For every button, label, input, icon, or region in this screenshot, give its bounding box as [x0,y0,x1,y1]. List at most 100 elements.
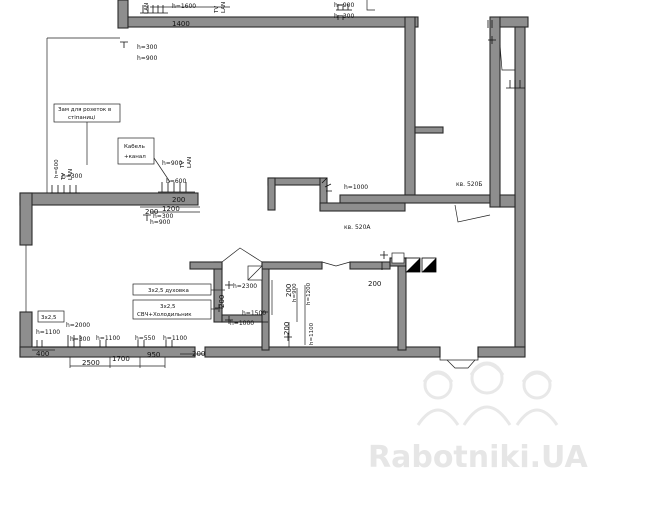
thin-lines [25,0,515,369]
wall-bath-left [261,261,270,351]
wall-l-top [267,177,321,186]
dimension-label: 400 [36,350,49,358]
plug-labels: TV LAN TV LAN TV LAN LAN [61,2,227,181]
room-label-520b: кв. 520Б [456,181,483,188]
tv-label: TV [61,173,67,181]
height-label: h=1600 [172,3,196,10]
dimension-label: 200 [368,280,381,288]
height-label: h=600 [54,159,60,178]
wall-right-top [499,16,529,28]
wall-l-bottom [319,202,406,212]
wall-kitchen-left [213,261,223,323]
switch-mid-top [120,41,128,48]
sockets-bath [215,251,388,341]
wall-bath-top [261,261,323,270]
dimension-label: 200 [283,322,291,335]
note-text: Зам для розеток в [58,107,111,113]
dimension-label: 200 [192,350,205,358]
height-label: h=1100 [309,322,315,345]
height-label: h=300 [334,13,354,20]
height-label: h=900 [334,2,354,9]
wall-bath-top-right [349,261,391,270]
dimension-label: 200 [285,284,293,297]
wall-mid-horizontal [339,194,491,204]
socket-group-tv-mid [158,182,195,193]
wall-far-right [514,26,526,348]
socket-group-left [50,185,80,194]
note-text: стіпаниці [68,115,96,121]
note-box-oven [132,283,212,296]
lan-label: LAN [221,2,227,13]
height-label: h=1000 [230,320,254,327]
dimension-label: 1200 [162,205,180,213]
lan-label: LAN [144,3,150,14]
wall-kitchen-top [189,261,223,270]
height-label: h=1100 [36,329,60,336]
tv-label: TV [180,161,186,169]
wall-kitchen-bottom [221,314,263,323]
lan-label: LAN [68,169,74,180]
height-labels: h=1600 h=900 h=300 h=300 h=900 h=300 h=9… [36,2,368,345]
height-label: h=900 [137,55,157,62]
annotation-notes: Зам для розеток в стіпаниці Кабель +кана… [37,103,225,323]
height-label: h=2300 [233,283,257,290]
wall-stub-right [414,126,444,134]
dimension-label: 200 [172,196,185,204]
wall-right-col [489,16,501,208]
wall-right-main [404,16,416,196]
dimension-label: 200 [218,295,226,308]
note-text: Кабель [124,144,145,150]
note-text: 3х2,5 [160,304,176,310]
watermark: Rabotniki.UA [368,361,588,475]
room-labels: кв. 520А кв. 520Б [344,181,483,231]
electrical-panels [391,252,437,273]
helmet-workers-icon [416,361,559,426]
socket-group-top [140,5,168,14]
note-text: СВЧ+Холодильник [137,312,192,318]
wall-top [127,16,419,28]
wall-bottom-right [477,346,526,358]
height-label: h=1100 [96,335,120,342]
switch-mid [143,214,151,221]
socket-symbols [34,4,525,348]
lan-label: LAN [187,157,193,168]
height-label: h=300 [153,213,173,220]
height-label: h=1500 [242,310,266,317]
height-label: h=900 [162,160,182,167]
room-label-520a: кв. 520А [344,224,371,231]
tv-label: TV [214,6,220,14]
note-box-stove [132,299,212,320]
dimension-label: 2500 [82,359,100,367]
note-box-cable [117,137,155,165]
socket-group-top-right [336,4,352,20]
walls [19,0,529,358]
dimension-label: 1400 [172,20,190,28]
socket-group-l-room [321,177,332,192]
note-text: 3х2,5 [41,315,57,321]
height-label: h=2000 [66,322,90,329]
height-label: h=900 [292,283,298,302]
note-text: +канал [124,154,146,160]
height-label: h=300 [62,173,82,180]
note-text: 3х2,5 духовка [148,288,189,294]
height-label: h=1100 [163,335,187,342]
dimension-label: 950 [147,351,160,359]
dimension-label: 200 [145,208,158,216]
height-label: h=1200 [306,282,312,305]
sockets-bottom-left [34,335,180,348]
note-box-left [37,310,65,323]
dimension-labels: 1400 200 1200 200 200 200 200 200 400 25… [36,20,381,367]
height-label: h=300 [70,336,90,343]
wall-right-joint [499,194,516,208]
watermark-text: Rabotniki.UA [368,440,588,475]
wall-bath-right [397,257,407,351]
meter-box [391,252,405,264]
height-label: h=600 [166,178,186,185]
height-label: h=300 [137,44,157,51]
height-label: h=550 [135,335,155,342]
height-label: h=1000 [344,184,368,191]
height-label: h=900 [150,219,170,226]
dimension-label: 1700 [112,355,130,363]
wall-left-vertical [19,192,33,246]
